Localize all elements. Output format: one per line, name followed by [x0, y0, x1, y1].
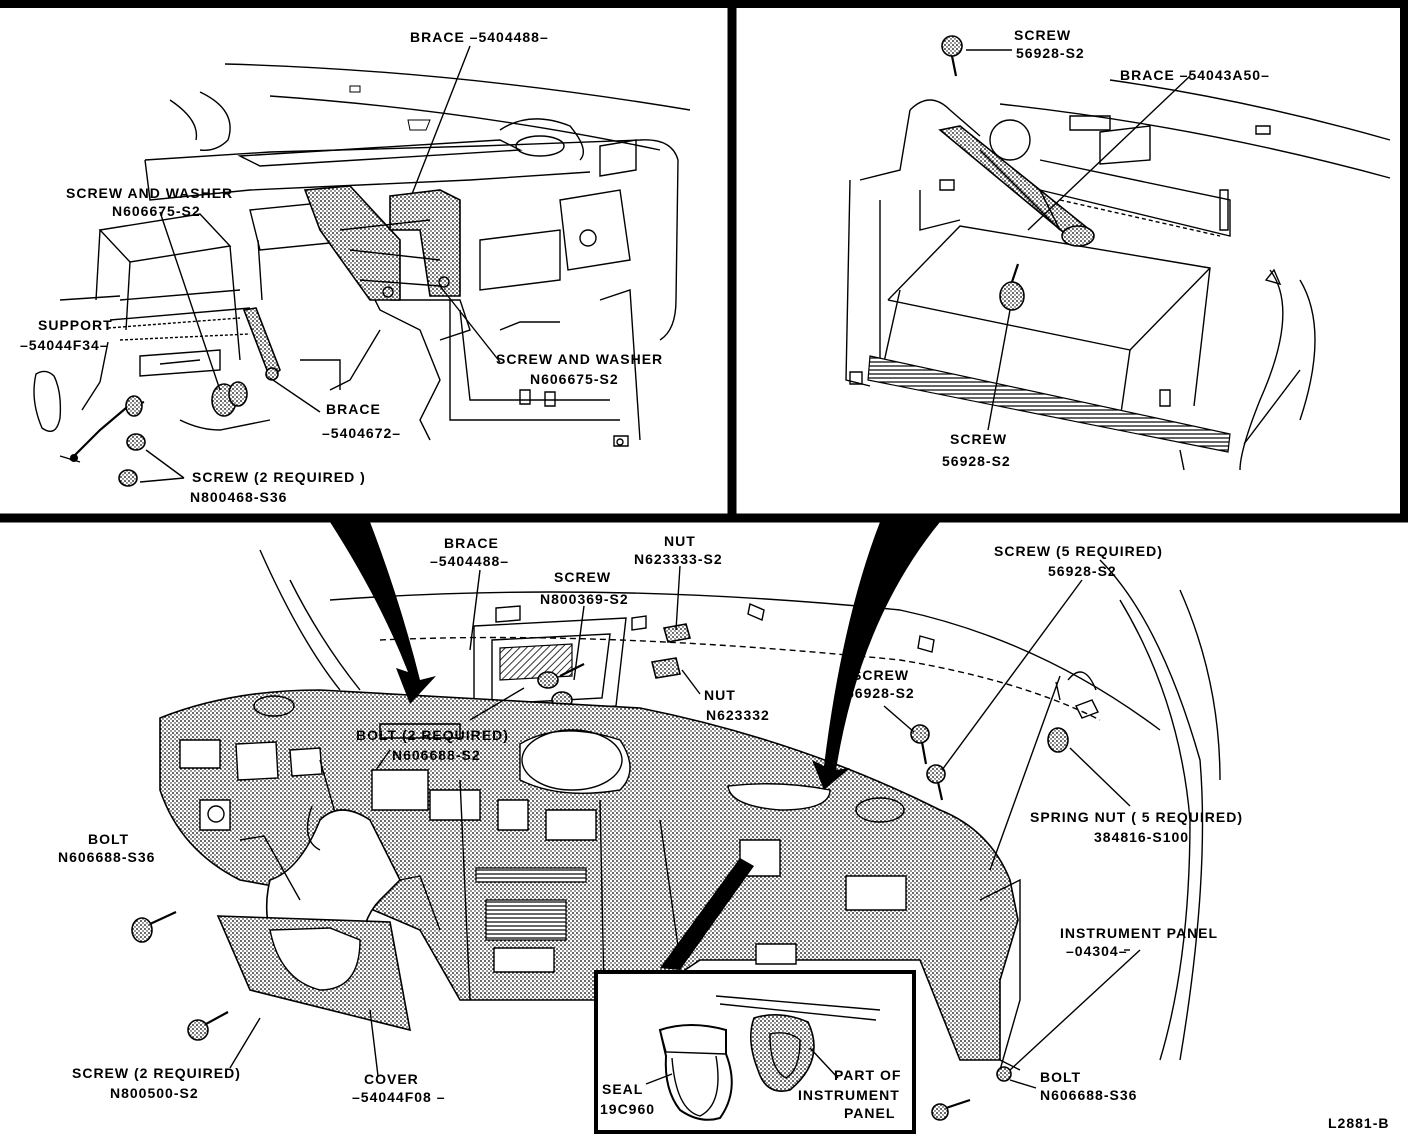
- svg-text:BRACE –54043A50–: BRACE –54043A50–: [1120, 67, 1270, 83]
- label-main-nut-mid: NUT N623332: [704, 687, 770, 723]
- label-main-bolt-right: BOLT N606688-S36: [1040, 1069, 1137, 1103]
- svg-text:–5404488–: –5404488–: [430, 553, 509, 569]
- svg-text:SCREW AND WASHER: SCREW AND WASHER: [496, 351, 663, 367]
- label-right-screw-washer: SCREW AND WASHER N606675-S2: [496, 351, 663, 387]
- svg-text:SEAL: SEAL: [602, 1081, 643, 1097]
- svg-text:NUT: NUT: [664, 533, 696, 549]
- label-main-spring-nut: SPRING NUT ( 5 REQUIRED) 384816-S100: [1030, 809, 1243, 845]
- label-main-nut-top: NUT N623333-S2: [634, 533, 723, 567]
- label-left-screw-2req: SCREW (2 REQUIRED ) N800468-S36: [190, 469, 366, 505]
- svg-text:N800369-S2: N800369-S2: [540, 591, 629, 607]
- svg-text:N606675-S2: N606675-S2: [530, 371, 619, 387]
- label-main-instrument-panel: INSTRUMENT PANEL –04304–: [1060, 925, 1218, 959]
- svg-text:56928-S2: 56928-S2: [942, 453, 1011, 469]
- seal-inset: [594, 970, 916, 1134]
- svg-text:N800500-S2: N800500-S2: [110, 1085, 199, 1101]
- svg-text:56928-S2: 56928-S2: [1016, 45, 1085, 61]
- svg-text:BOLT: BOLT: [88, 831, 129, 847]
- svg-text:SCREW: SCREW: [852, 667, 909, 683]
- detail-frames: [0, 0, 1408, 523]
- svg-text:19C960: 19C960: [600, 1101, 655, 1117]
- label-left-brace-top: BRACE –5404488–: [410, 29, 549, 45]
- left-detail-leaders: [81, 45, 501, 483]
- svg-text:N623333-S2: N623333-S2: [634, 551, 723, 567]
- label-main-screw-5req: SCREW (5 REQUIRED) 56928-S2: [994, 543, 1163, 579]
- svg-text:PART OF: PART OF: [834, 1067, 901, 1083]
- right-detail-drawing: [845, 35, 1391, 471]
- svg-text:BRACE –5404488–: BRACE –5404488–: [410, 29, 549, 45]
- svg-text:N606675-S2: N606675-S2: [112, 203, 201, 219]
- label-main-bolt-left: BOLT N606688-S36: [58, 831, 155, 865]
- label-right-screw-bottom: SCREW 56928-S2: [942, 431, 1011, 469]
- svg-text:–54044F34–: –54044F34–: [20, 337, 109, 353]
- svg-text:BRACE: BRACE: [444, 535, 499, 551]
- svg-text:SPRING NUT ( 5 REQUIRED): SPRING NUT ( 5 REQUIRED): [1030, 809, 1243, 825]
- svg-text:56928-S2: 56928-S2: [846, 685, 915, 701]
- label-right-screw-top: SCREW 56928-S2: [1014, 27, 1085, 61]
- svg-text:NUT: NUT: [704, 687, 736, 703]
- label-left-support: SUPPORT –54044F34–: [20, 317, 113, 353]
- label-left-brace-lower: BRACE –5404672–: [322, 401, 401, 441]
- label-main-screw-2req: SCREW (2 REQUIRED) N800500-S2: [72, 1065, 241, 1101]
- figure-id: L2881-B: [1328, 1115, 1389, 1131]
- svg-text:SCREW: SCREW: [950, 431, 1007, 447]
- svg-text:INSTRUMENT: INSTRUMENT: [798, 1087, 900, 1103]
- svg-text:384816-S100: 384816-S100: [1094, 829, 1189, 845]
- label-main-brace: BRACE –5404488–: [430, 535, 509, 569]
- svg-text:COVER: COVER: [364, 1071, 419, 1087]
- svg-text:N623332: N623332: [706, 707, 770, 723]
- main-drawing: [131, 522, 1221, 1121]
- svg-text:SUPPORT: SUPPORT: [38, 317, 113, 333]
- svg-text:SCREW AND WASHER: SCREW AND WASHER: [66, 185, 233, 201]
- svg-text:N606688-S36: N606688-S36: [1040, 1087, 1137, 1103]
- svg-text:BOLT: BOLT: [1040, 1069, 1081, 1085]
- label-main-cover: COVER –54044F08 –: [352, 1071, 446, 1105]
- label-main-screw-n: SCREW N800369-S2: [540, 569, 629, 607]
- svg-text:BOLT (2 REQUIRED): BOLT (2 REQUIRED): [356, 727, 509, 743]
- svg-text:SCREW: SCREW: [554, 569, 611, 585]
- svg-text:–54044F08 –: –54044F08 –: [352, 1089, 446, 1105]
- label-right-brace: BRACE –54043A50–: [1120, 67, 1270, 83]
- label-inset-part-of: PART OF INSTRUMENT PANEL: [798, 1067, 901, 1121]
- svg-text:SCREW (2 REQUIRED): SCREW (2 REQUIRED): [72, 1065, 241, 1081]
- svg-text:N800468-S36: N800468-S36: [190, 489, 287, 505]
- left-detail-drawing: [33, 63, 691, 487]
- label-main-bolt-2req: BOLT (2 REQUIRED) N606688-S2: [356, 727, 509, 763]
- right-detail-leaders: [966, 49, 1191, 431]
- svg-text:N606688-S2: N606688-S2: [392, 747, 481, 763]
- main-leaders: [229, 565, 1141, 1089]
- svg-text:BRACE: BRACE: [326, 401, 381, 417]
- svg-text:–04304–: –04304–: [1066, 943, 1128, 959]
- label-main-screw-mid: SCREW 56928-S2: [846, 667, 915, 701]
- label-left-screw-washer: SCREW AND WASHER N606675-S2: [66, 185, 233, 219]
- svg-text:–5404672–: –5404672–: [322, 425, 401, 441]
- svg-text:56928-S2: 56928-S2: [1048, 563, 1117, 579]
- svg-text:INSTRUMENT PANEL: INSTRUMENT PANEL: [1060, 925, 1218, 941]
- svg-text:N606688-S36: N606688-S36: [58, 849, 155, 865]
- svg-text:SCREW (2 REQUIRED ): SCREW (2 REQUIRED ): [192, 469, 366, 485]
- svg-text:SCREW: SCREW: [1014, 27, 1071, 43]
- svg-text:SCREW (5 REQUIRED): SCREW (5 REQUIRED): [994, 543, 1163, 559]
- label-inset-seal: SEAL 19C960: [600, 1081, 655, 1117]
- svg-text:PANEL: PANEL: [844, 1105, 895, 1121]
